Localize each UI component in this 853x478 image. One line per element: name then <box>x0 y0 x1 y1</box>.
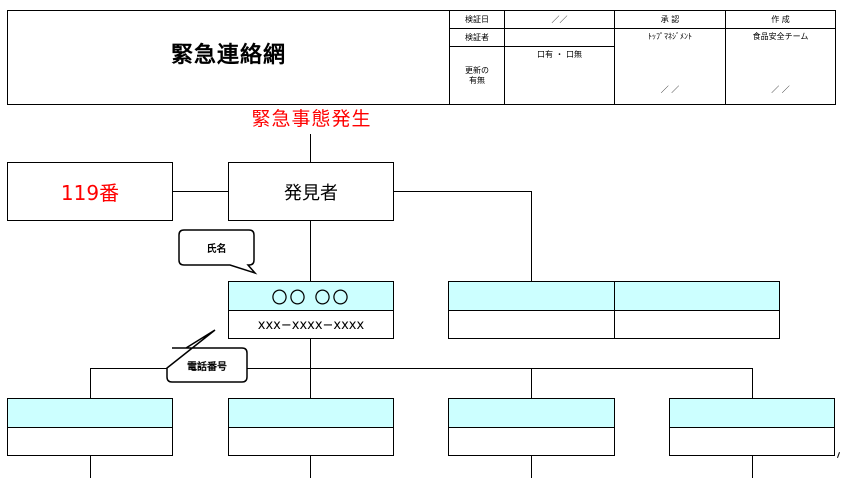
approval-label: 承 認 <box>614 9 726 30</box>
update-options: 口有 ・ 口無 <box>504 46 615 105</box>
contact-name-cell <box>8 399 172 428</box>
contact-name-cell <box>449 399 614 428</box>
connector-line <box>90 368 752 369</box>
contact-card-primary: 〇〇 〇〇 xxx−xxxx−xxxx <box>228 281 394 339</box>
connector-line <box>531 456 532 478</box>
contact-phone-cell <box>8 428 172 456</box>
contact-name-cell <box>615 282 779 311</box>
contact-card-bottom-2 <box>228 398 394 456</box>
update-label-line1: 更新の <box>465 65 489 75</box>
created-label: 作 成 <box>725 9 836 30</box>
created-cell: 食品安全チーム ／ ／ <box>725 28 836 105</box>
verifier-label: 検証者 <box>449 28 505 48</box>
update-label-line2: 有無 <box>469 75 485 85</box>
connector-line <box>752 368 753 398</box>
connector-line <box>752 456 753 478</box>
connector-line <box>310 134 311 162</box>
update-label: 更新の 有無 <box>449 46 505 105</box>
header-table: 緊急連絡網 検証日 ／／ 承 認 作 成 検証者 ﾄｯﾌﾟﾏﾈｼﾞﾒﾝﾄ ／ ／… <box>7 9 836 105</box>
finder-box: 発見者 <box>228 162 394 221</box>
created-date: ／ ／ <box>771 85 790 95</box>
approval-date: ／ ／ <box>660 85 680 95</box>
contact-card-right-b <box>614 281 780 339</box>
finder-label: 発見者 <box>284 182 338 204</box>
contact-phone: xxx−xxxx−xxxx <box>257 317 365 333</box>
connector-line <box>310 456 311 478</box>
fire-number: 119番 <box>60 181 120 205</box>
contact-name-cell <box>670 399 834 428</box>
approval-cell: ﾄｯﾌﾟﾏﾈｼﾞﾒﾝﾄ ／ ／ <box>614 28 726 105</box>
contact-phone-cell <box>229 428 393 456</box>
phone-callout-bubble <box>166 329 248 383</box>
connector-line <box>90 368 91 398</box>
name-callout-bubble <box>178 229 258 275</box>
name-callout-text: 氏名 <box>206 244 227 255</box>
phone-callout-text: 電話番号 <box>187 361 227 373</box>
page-title: 緊急連絡網 <box>170 42 286 68</box>
connector-line <box>531 368 532 398</box>
connector-line <box>310 221 311 281</box>
contact-phone-cell <box>615 311 779 339</box>
title-cell: 緊急連絡網 <box>7 10 450 105</box>
contact-name-cell: 〇〇 〇〇 <box>229 282 393 311</box>
contact-card-bottom-3 <box>448 398 615 456</box>
contact-phone-cell <box>670 428 834 456</box>
connector-line <box>531 191 532 281</box>
contact-card-right-a <box>448 281 615 339</box>
contact-name: 〇〇 〇〇 <box>271 288 351 307</box>
approval-value: ﾄｯﾌﾟﾏﾈｼﾞﾒﾝﾄ <box>648 32 692 42</box>
contact-name-cell <box>449 282 614 311</box>
contact-card-bottom-1 <box>7 398 173 456</box>
connector-line <box>172 191 228 192</box>
connector-line <box>393 191 532 192</box>
contact-phone-cell <box>449 428 614 456</box>
contact-phone-cell: xxx−xxxx−xxxx <box>229 311 393 339</box>
contact-name-cell <box>229 399 393 428</box>
emergency-label: 緊急事態発生 <box>251 108 372 130</box>
created-value: 食品安全チーム <box>752 32 809 42</box>
contact-card-bottom-4 <box>669 398 835 456</box>
fire-department-box: 119番 <box>7 162 173 221</box>
connector-line <box>90 456 91 478</box>
contact-phone-cell <box>449 311 614 339</box>
